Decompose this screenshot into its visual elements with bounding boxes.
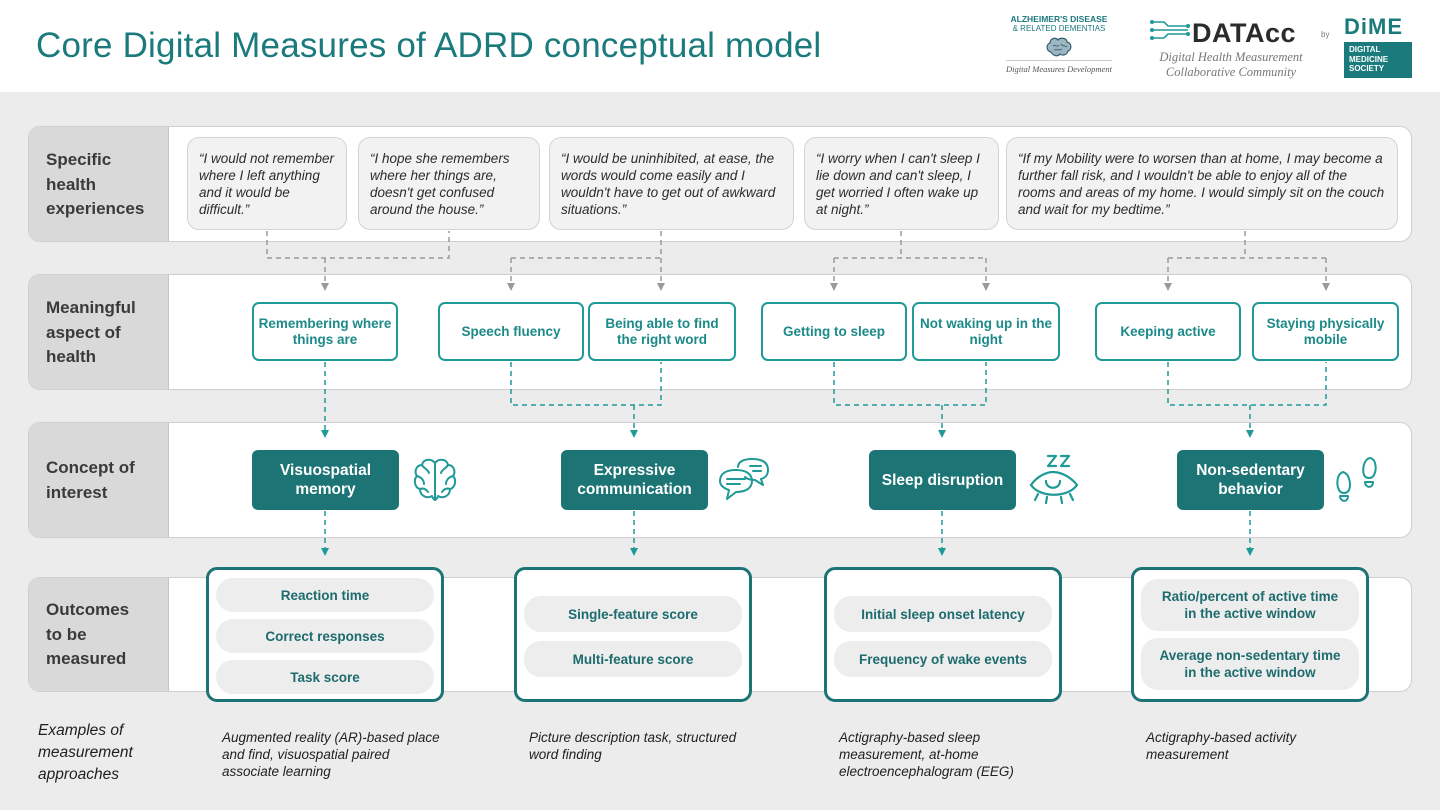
- header: Core Digital Measures of ADRD conceptual…: [0, 0, 1440, 92]
- outcome-reaction-time: Reaction time: [216, 578, 434, 612]
- sleeping-eye-icon: [1029, 454, 1079, 505]
- row-label-experiences-text: Specific health experiences: [46, 150, 145, 218]
- outcome-average-non-sedentary-time: Average non-sedentary time in the active…: [1141, 638, 1359, 690]
- row-label-concepts-text: Concept of interest: [46, 458, 135, 502]
- outcome-box-sleep-disruption: Initial sleep onset latency Frequency of…: [824, 567, 1062, 702]
- speech-bubbles-icon: [719, 458, 769, 500]
- page-title: Core Digital Measures of ADRD conceptual…: [36, 26, 822, 65]
- footprints-icon: [1336, 457, 1377, 502]
- row-label-outcomes-text: Outcomes to be measured: [46, 600, 130, 668]
- dime-logo: DiME DIGITAL MEDICINE SOCIETY: [1344, 14, 1412, 78]
- outcome-multi-feature-score: Multi-feature score: [524, 641, 742, 677]
- aspect-staying-physically-mobile: Staying physically mobile: [1252, 302, 1399, 361]
- brain-icon: [413, 458, 457, 501]
- outcome-active-time-ratio: Ratio/percent of active time in the acti…: [1141, 579, 1359, 631]
- dime-line1: DIGITAL: [1349, 45, 1381, 54]
- quote-card-3: “I would be uninhibited, at ease, the wo…: [549, 137, 794, 230]
- example-visuospatial-memory: Augmented reality (AR)-based place and f…: [222, 730, 440, 779]
- outcome-wake-event-frequency: Frequency of wake events: [834, 641, 1052, 677]
- datacc-tagline-line2: Collaborative Community: [1165, 65, 1297, 79]
- concept-sleep-disruption: Sleep disruption: [869, 450, 1016, 510]
- outcome-box-expressive-communication: Single-feature score Multi-feature score: [514, 567, 752, 702]
- quote-card-4: “I worry when I can't sleep I lie down a…: [804, 137, 999, 230]
- aspect-keeping-active: Keeping active: [1095, 302, 1241, 361]
- dime-badge: DIGITAL MEDICINE SOCIETY: [1344, 42, 1412, 78]
- concept-expressive-communication: Expressive communication: [561, 450, 708, 510]
- dime-line2: MEDICINE: [1349, 54, 1389, 64]
- outcome-box-non-sedentary-behavior: Ratio/percent of active time in the acti…: [1131, 567, 1369, 702]
- logo-by-text: by: [1321, 30, 1330, 39]
- quote-card-2: “I hope she remembers where her things a…: [358, 137, 540, 230]
- dime-line3: SOCIETY: [1349, 64, 1385, 73]
- adrd-logo-line1: ALZHEIMER'S DISEASE: [1010, 14, 1108, 24]
- concept-visuospatial-memory: Visuospatial memory: [252, 450, 399, 510]
- example-sleep-disruption: Actigraphy-based sleep measurement, at-h…: [839, 730, 1014, 779]
- datacc-logo: DATAcc Digital Health Measurement Collab…: [1148, 12, 1314, 84]
- row-label-experiences: Specific health experiences: [29, 127, 169, 241]
- example-non-sedentary-behavior: Actigraphy-based activity measurement: [1146, 730, 1297, 762]
- outcome-box-visuospatial-memory: Reaction time Correct responses Task sco…: [206, 567, 444, 702]
- concept-non-sedentary-behavior: Non-sedentary behavior: [1177, 450, 1324, 510]
- outcome-single-feature-score: Single-feature score: [524, 596, 742, 632]
- outcome-sleep-onset-latency: Initial sleep onset latency: [834, 596, 1052, 632]
- datacc-tagline-line1: Digital Health Measurement: [1159, 50, 1303, 64]
- datacc-circuit-icon: [1150, 20, 1190, 40]
- quote-card-1: “I would not remember where I left anyth…: [187, 137, 347, 230]
- dime-wordmark: DiME: [1344, 14, 1403, 39]
- row-label-outcomes: Outcomes to be measured: [29, 578, 169, 691]
- outcome-task-score: Task score: [216, 660, 434, 694]
- aspect-speech-fluency: Speech fluency: [438, 302, 584, 361]
- outcome-correct-responses: Correct responses: [216, 619, 434, 653]
- examples-label: Examples of measurement approaches: [38, 722, 133, 783]
- aspect-finding-right-word: Being able to find the right word: [588, 302, 736, 361]
- datacc-tagline: Digital Health Measurement Collaborative…: [1148, 50, 1314, 80]
- row-label-aspects-text: Meaningful aspect of health: [46, 298, 136, 366]
- aspect-not-waking-at-night: Not waking up in the night: [912, 302, 1060, 361]
- aspect-getting-to-sleep: Getting to sleep: [761, 302, 907, 361]
- quote-card-5: “If my Mobility were to worsen than at h…: [1006, 137, 1398, 230]
- aspect-remembering-where-things-are: Remembering where things are: [252, 302, 398, 361]
- adrd-logo-tagline: Digital Measures Development: [1006, 60, 1112, 74]
- example-expressive-communication: Picture description task, structured wor…: [529, 730, 737, 762]
- adrd-logo-line2: & RELATED DEMENTIAS: [1012, 24, 1106, 33]
- adrd-logo: ALZHEIMER'S DISEASE & RELATED DEMENTIAS …: [1006, 14, 1112, 84]
- row-label-aspects: Meaningful aspect of health: [29, 275, 169, 389]
- adrd-brain-icon: [1046, 37, 1072, 57]
- datacc-wordmark: DATAcc: [1192, 18, 1297, 48]
- row-label-concepts: Concept of interest: [29, 423, 169, 537]
